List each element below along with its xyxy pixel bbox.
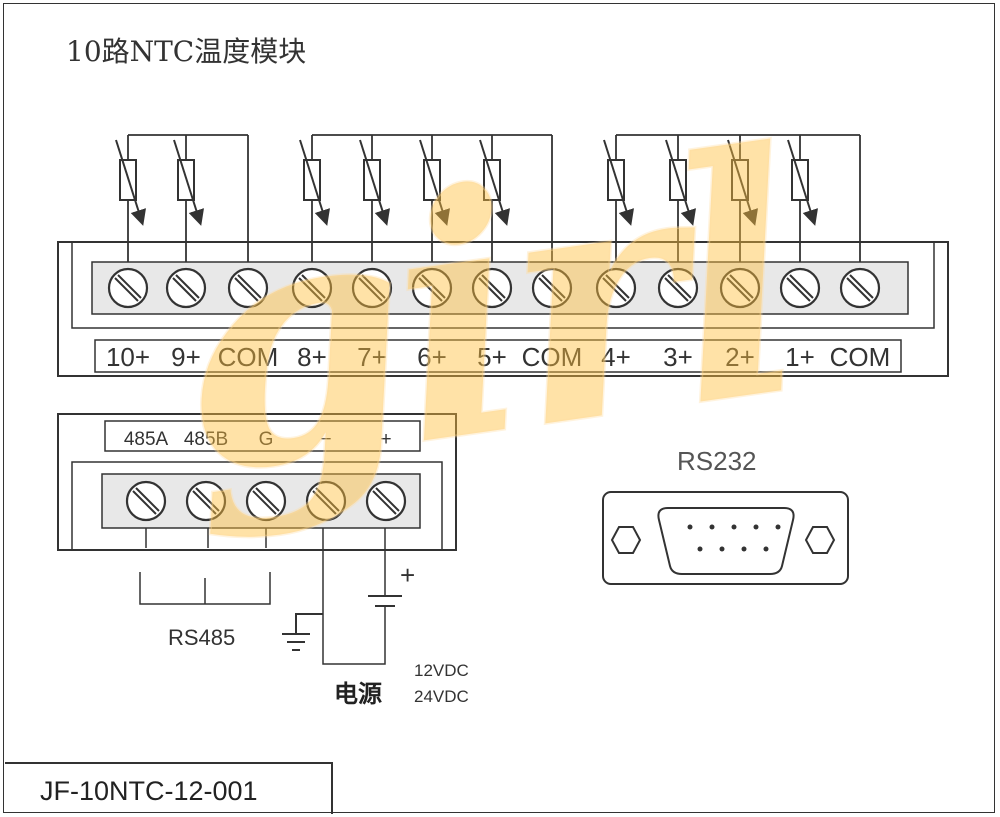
top-terminal-label: 3+ bbox=[663, 342, 693, 372]
db9-pin bbox=[731, 524, 737, 530]
top-terminal-screw bbox=[227, 267, 269, 309]
top-terminal-label: 4+ bbox=[601, 342, 631, 372]
top-terminal-label: 7+ bbox=[357, 342, 387, 372]
top-terminal-label: COM bbox=[830, 342, 891, 372]
bottom-terminal-screw bbox=[365, 480, 407, 522]
top-terminal-screw bbox=[411, 267, 453, 309]
ntc-thermistor-icon bbox=[665, 135, 696, 262]
voltage-12: 12VDC bbox=[414, 661, 469, 680]
ntc-thermistor-icon bbox=[359, 135, 390, 262]
top-terminal-screw bbox=[839, 267, 881, 309]
db9-pins bbox=[687, 524, 781, 552]
power-plus-label: + bbox=[400, 560, 415, 590]
hex-nut-left-icon bbox=[610, 526, 642, 554]
db9-pin bbox=[709, 524, 715, 530]
ntc-thermistor-icon bbox=[727, 135, 758, 262]
top-terminal-label: 1+ bbox=[785, 342, 815, 372]
ntc-thermistor-icon bbox=[787, 135, 818, 262]
top-terminal-label: 5+ bbox=[477, 342, 507, 372]
db9-shell bbox=[657, 507, 795, 575]
top-terminal-screw bbox=[291, 267, 333, 309]
ground-icon bbox=[282, 613, 323, 651]
bottom-terminal-screw bbox=[245, 480, 287, 522]
rs232-label: RS232 bbox=[677, 446, 757, 476]
db9-pin bbox=[697, 546, 703, 552]
top-terminal-screw bbox=[165, 267, 207, 309]
voltage-24: 24VDC bbox=[414, 687, 469, 706]
top-terminal-label: COM bbox=[218, 342, 279, 372]
top-terminal-screw bbox=[107, 267, 149, 309]
ntc-thermistor-icon bbox=[299, 135, 330, 262]
rs485-bracket bbox=[139, 572, 271, 605]
battery-symbol bbox=[368, 595, 402, 607]
bottom-terminal-label: 485A bbox=[124, 429, 169, 450]
bottom-terminal-screw bbox=[185, 480, 227, 522]
top-terminal-label: 2+ bbox=[725, 342, 755, 372]
top-terminal-label: COM bbox=[522, 342, 583, 372]
db9-pin bbox=[687, 524, 693, 530]
top-label-strip bbox=[94, 339, 902, 373]
db9-pin bbox=[753, 524, 759, 530]
top-terminal-screw bbox=[351, 267, 393, 309]
model-code-box bbox=[5, 762, 333, 814]
ntc-thermistor-icon bbox=[173, 135, 204, 262]
top-terminal-screw bbox=[719, 267, 761, 309]
top-terminal-screw bbox=[531, 267, 573, 309]
top-terminal-label: 6+ bbox=[417, 342, 447, 372]
bottom-terminal-screw bbox=[125, 480, 167, 522]
ntc-thermistor-icon bbox=[479, 135, 510, 262]
power-wires bbox=[322, 528, 386, 665]
db9-pin bbox=[763, 546, 769, 552]
top-terminal-screw bbox=[657, 267, 699, 309]
hex-nut-right-icon bbox=[804, 526, 836, 554]
bottom-terminal-label: G bbox=[259, 429, 274, 450]
db9-pin bbox=[775, 524, 781, 530]
bottom-terminal-label: + bbox=[380, 429, 391, 450]
db9-pin bbox=[741, 546, 747, 552]
bottom-terminal-label: 485B bbox=[184, 429, 228, 450]
bottom-label-strip bbox=[104, 420, 421, 452]
diagram-frame bbox=[3, 3, 995, 813]
rs485-label: RS485 bbox=[168, 625, 235, 650]
top-terminal-screw bbox=[779, 267, 821, 309]
db9-pin bbox=[719, 546, 725, 552]
top-terminal-label: 8+ bbox=[297, 342, 327, 372]
top-terminal-screw bbox=[595, 267, 637, 309]
ntc-thermistor-icon bbox=[603, 135, 634, 262]
model-code: JF-10NTC-12-001 bbox=[40, 776, 258, 806]
top-terminal-screw bbox=[471, 267, 513, 309]
bottom-terminal-label: − bbox=[320, 429, 331, 450]
bottom-terminal-screw bbox=[305, 480, 347, 522]
module-title: 10路NTC温度模块 bbox=[66, 35, 307, 68]
top-terminal-label: 10+ bbox=[106, 342, 150, 372]
top-terminal-label: 9+ bbox=[171, 342, 201, 372]
power-label: 电源 bbox=[334, 680, 382, 708]
ntc-thermistor-icon bbox=[115, 135, 146, 262]
ntc-thermistor-icon bbox=[419, 135, 450, 262]
